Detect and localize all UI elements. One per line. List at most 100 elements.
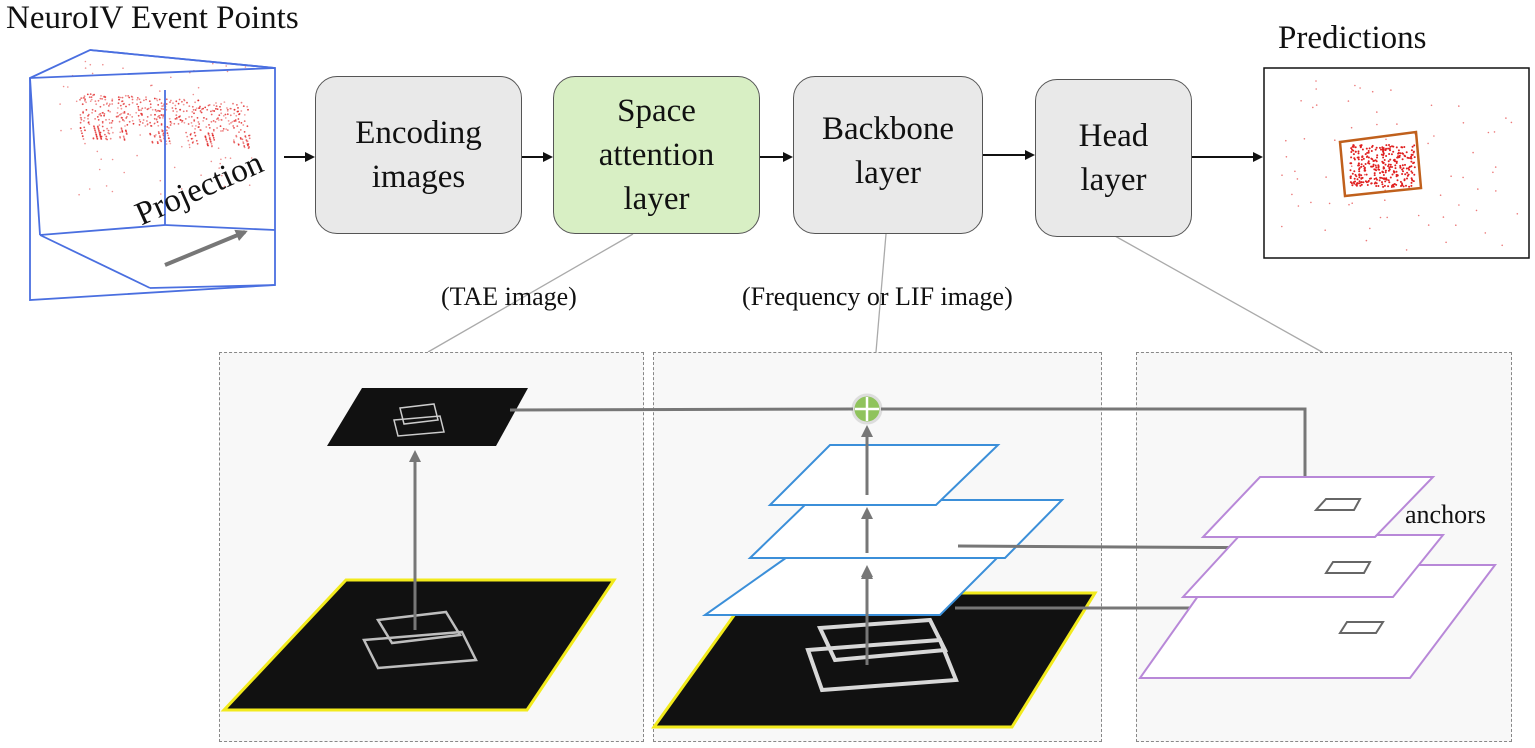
event-point [91,111,93,114]
prediction-point [1310,201,1312,204]
prediction-point [1374,148,1377,151]
event-point [97,128,100,130]
event-point [111,158,114,161]
event-point [161,130,164,133]
anchors-label: anchors [1405,500,1486,529]
event-point [122,112,125,114]
event-point [96,116,99,118]
event-point [205,126,208,128]
prediction-point [1411,178,1413,181]
event-point [193,112,195,115]
event-point [206,108,209,111]
event-point [122,119,124,121]
prediction-point [1365,156,1368,158]
event-point [192,108,195,111]
event-point [128,120,131,123]
event-point [212,137,215,139]
prediction-point [1350,151,1353,153]
prediction-point [1417,214,1420,217]
prediction-point [1401,168,1404,171]
event-point [244,135,247,138]
event-point [168,127,170,129]
prediction-point [1349,181,1352,184]
event-point [160,193,162,195]
prediction-point [1492,171,1494,174]
prediction-point [1458,105,1460,107]
prediction-point [1363,173,1366,176]
event-point [103,113,106,115]
prediction-point [1382,185,1385,188]
prediction-point [1399,180,1402,183]
event-point [119,136,122,139]
event-point [111,103,114,105]
event-point [102,63,104,66]
event-point [208,134,211,137]
event-point [168,117,171,120]
event-point [208,127,211,129]
prediction-point [1376,154,1379,157]
prediction-point [1285,156,1288,158]
prediction-point [1495,190,1497,192]
prediction-point [1411,171,1414,174]
prediction-point [1360,158,1363,161]
event-point [146,116,149,118]
event-point [232,102,234,105]
event-point [111,190,114,193]
event-point [93,93,95,96]
event-point [94,118,96,120]
event-point [210,160,213,163]
event-point [143,99,145,102]
prediction-point [1370,165,1373,168]
event-point [233,139,235,141]
event-point [81,103,84,106]
event-point [100,114,102,117]
event-point [144,107,147,109]
predictions-label: Predictions [1278,20,1427,56]
feature-layers [701,444,1065,616]
prediction-point [1405,184,1407,187]
event-point [209,138,211,141]
event-point [193,131,196,134]
prediction-point [1399,164,1402,167]
prediction-point [1365,147,1368,150]
event-point [127,113,129,115]
event-point [93,127,96,130]
event-point [98,124,101,126]
event-point [236,125,239,127]
prediction-point [1381,171,1384,174]
event-point [87,115,89,117]
prediction-point [1390,153,1393,156]
event-point [131,98,134,101]
event-point [90,98,93,101]
prediction-point [1315,104,1318,106]
prediction-point [1358,164,1360,167]
event-point [89,93,92,95]
prediction-point [1406,174,1409,177]
event-point [236,104,238,106]
event-point [235,134,238,137]
prediction-point [1357,158,1360,161]
event-point [207,133,210,136]
event-point [93,125,95,128]
event-point [172,110,175,112]
event-point [187,123,190,125]
event-point [137,105,140,108]
prediction-point [1385,155,1388,157]
event-point [194,101,197,104]
prediction-point [1368,161,1370,163]
event-point [210,120,213,123]
event-point [220,112,223,115]
event-point [118,98,120,101]
event-point [94,100,97,103]
prediction-point [1325,176,1327,178]
event-point [209,141,212,144]
prediction-point [1350,147,1353,150]
event-point [170,76,172,79]
event-point [190,122,193,124]
event-point [105,185,108,187]
prediction-point [1407,167,1410,170]
event-point [125,130,127,133]
event-point [156,121,159,123]
event-cube [29,49,276,301]
prediction-point [1397,152,1400,155]
